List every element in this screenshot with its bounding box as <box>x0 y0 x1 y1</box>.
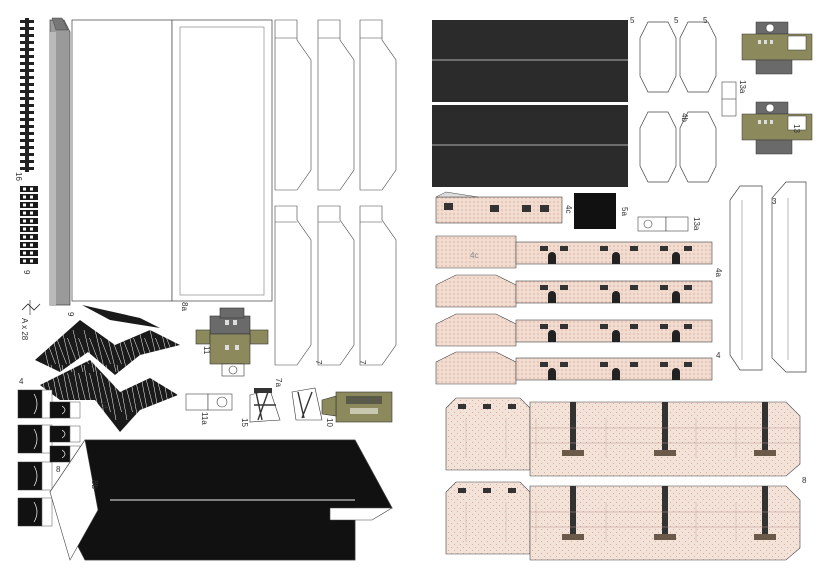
label-5: 5 <box>630 16 635 25</box>
label-4c: 4c <box>564 205 573 214</box>
gable-parts-4b <box>639 21 717 183</box>
label-11a: 11a <box>200 412 209 425</box>
label-15: 15 <box>240 418 249 427</box>
roof-panels-5 <box>432 20 628 187</box>
label-13: 13 <box>792 124 801 133</box>
tower-part-10 <box>291 387 393 423</box>
strip-part-4a <box>729 185 763 371</box>
label-13a-small: 13a <box>692 217 701 231</box>
tower-part-15 <box>249 388 281 423</box>
pillar-part-9 <box>49 17 71 306</box>
fence-strip <box>20 18 34 172</box>
label-4c-box: 4c <box>470 251 479 260</box>
label-14: 14 <box>100 400 109 409</box>
label-7a: 7a <box>274 378 283 387</box>
label-5a: 5a <box>620 207 629 216</box>
window-cards-4 <box>17 389 81 527</box>
strip-part-3 <box>771 181 807 373</box>
building-part-13 <box>741 21 813 155</box>
label-7: 7 <box>314 360 323 365</box>
label-9: 9 <box>66 312 75 317</box>
large-wall-panels <box>71 19 273 302</box>
label-8b: 8b <box>90 480 99 489</box>
label-9: 9 <box>22 270 31 275</box>
label-8a: 8a <box>180 302 189 311</box>
part-11a <box>185 393 233 411</box>
label-5: 5 <box>674 16 679 25</box>
label-4a: 4a <box>714 268 723 277</box>
label-11: 11 <box>202 346 211 355</box>
label-8-left: 8 <box>56 465 61 474</box>
black-square-5a <box>574 193 616 229</box>
label-7: 7 <box>358 360 367 365</box>
part-13a-top <box>721 81 737 117</box>
label-16: 16 <box>14 172 23 181</box>
label-10: 10 <box>325 418 334 427</box>
label-ax28: A x 28 <box>20 318 29 341</box>
gatehouse-part-11 <box>195 307 269 377</box>
part-13a-small <box>637 216 689 232</box>
label-4: 4 <box>716 351 721 360</box>
roof-part-8b <box>49 439 394 561</box>
label-4b: 4b <box>680 113 689 122</box>
label-4-left: 4 <box>19 377 24 386</box>
window-strip-9 <box>20 186 38 264</box>
column-strips-7 <box>274 19 397 366</box>
small-bracket <box>21 300 41 315</box>
lattice-truss-14 <box>35 305 188 432</box>
label-3: 3 <box>772 197 777 206</box>
barn-walls-4 <box>435 235 713 385</box>
label-13a: 13a <box>738 80 747 94</box>
label-8: 8 <box>802 476 807 485</box>
label-5: 5 <box>703 16 708 25</box>
small-house-4c <box>435 191 563 224</box>
factory-wall-8 <box>445 397 801 561</box>
